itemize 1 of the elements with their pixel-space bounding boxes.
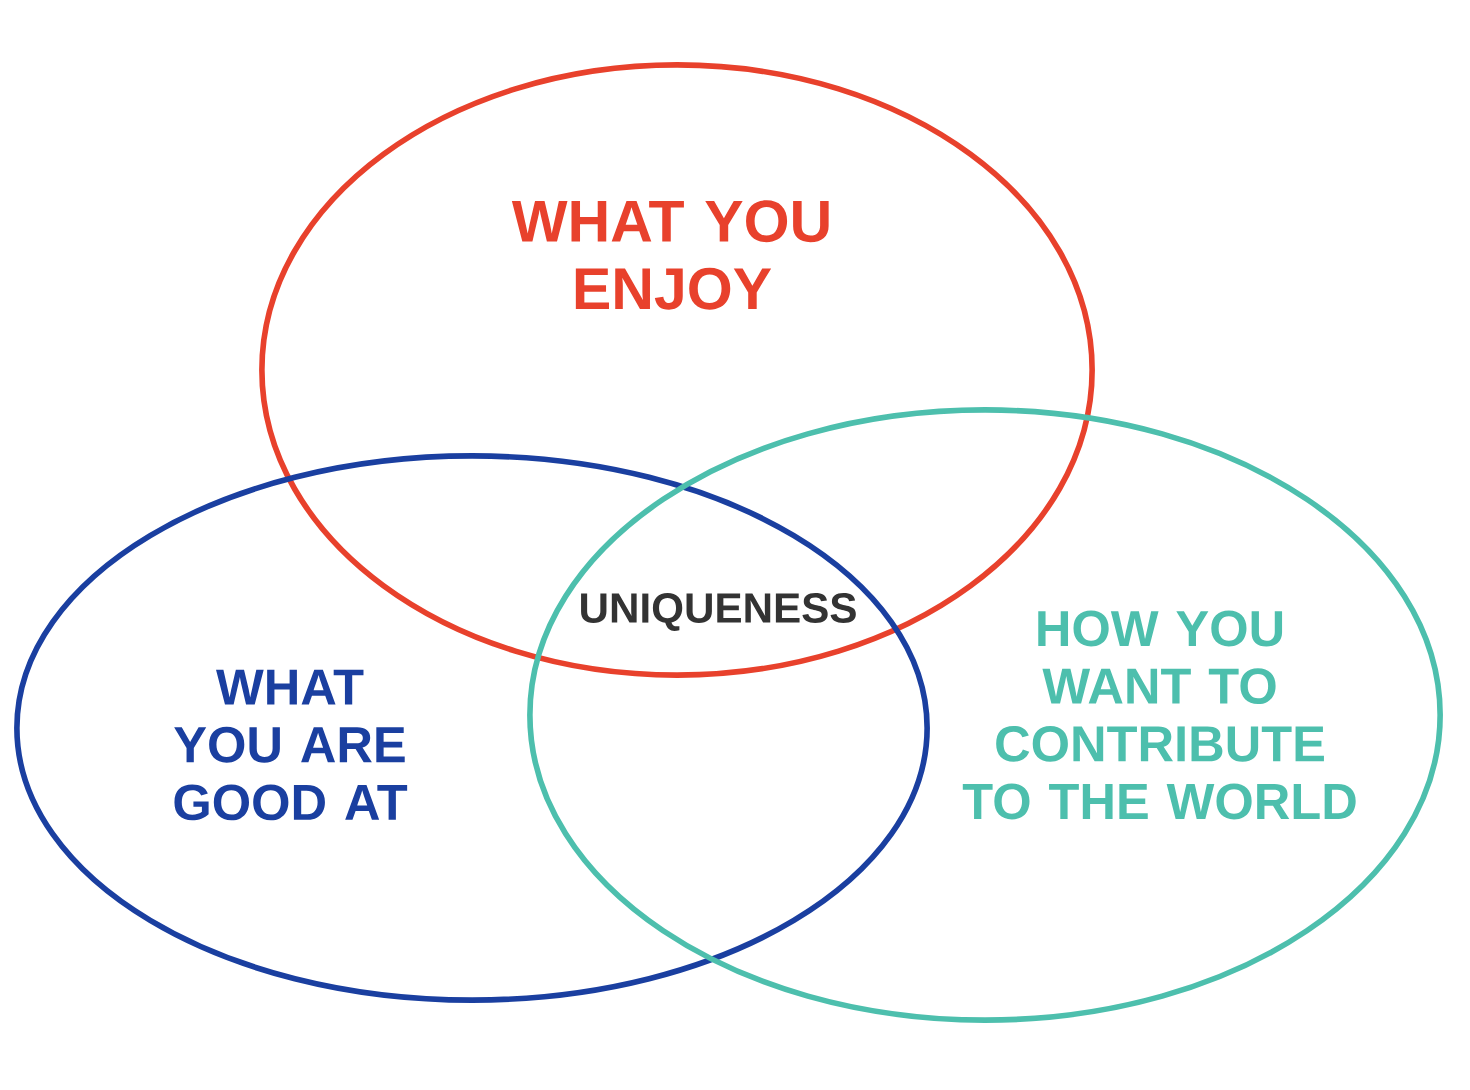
overlap-label: UNIQUENESS [581,593,856,631]
